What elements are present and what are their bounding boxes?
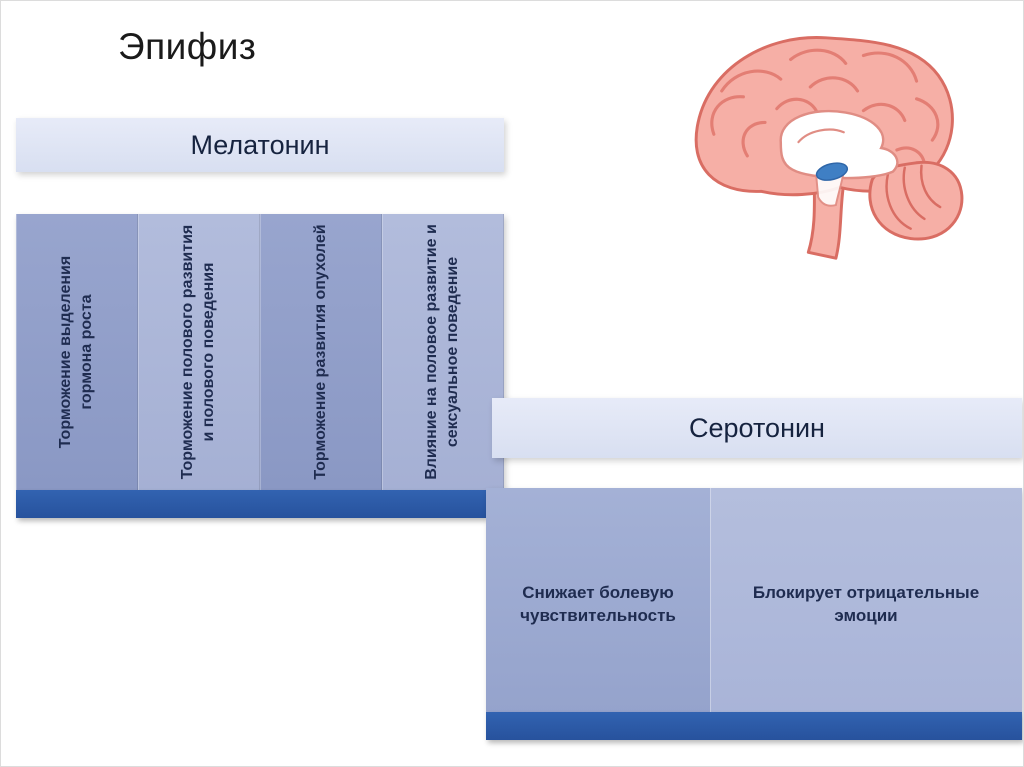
melatonin-item-4-label: Влияние на половое развитие и сексуально…	[423, 224, 461, 480]
melatonin-item-1: Торможение выделения гормона роста	[16, 214, 138, 490]
pineal-highlight	[815, 162, 849, 181]
melatonin-header-label: Мелатонин	[190, 129, 330, 160]
melatonin-header: Мелатонин	[16, 118, 504, 172]
melatonin-accent-bar	[16, 490, 486, 518]
melatonin-item-3-label: Торможение развития опухолей	[311, 224, 329, 480]
melatonin-item-4: Влияние на половое развитие и сексуально…	[382, 214, 504, 490]
serotonin-item-2-label: Блокирует отрицательные эмоции	[752, 583, 980, 625]
melatonin-item-2-label: Торможение полового развития и полового …	[179, 224, 217, 480]
brain-illustration	[694, 36, 964, 260]
melatonin-item-3: Торможение развития опухолей	[260, 214, 382, 490]
serotonin-item-1-label: Снижает болевую чувствительность	[520, 583, 676, 625]
melatonin-columns: Торможение выделения гормона роста Тормо…	[16, 214, 504, 490]
serotonin-item-2: Блокирует отрицательные эмоции	[710, 488, 1022, 712]
melatonin-item-2: Торможение полового развития и полового …	[138, 214, 260, 490]
serotonin-header: Серотонин	[492, 398, 1022, 458]
serotonin-boxes: Снижает болевую чувствительность Блокиру…	[486, 488, 1022, 712]
serotonin-accent-bar	[486, 712, 1022, 740]
serotonin-item-1: Снижает болевую чувствительность	[486, 488, 710, 712]
page-title: Эпифиз	[118, 26, 257, 67]
melatonin-item-1-label: Торможение выделения гормона роста	[57, 255, 95, 449]
serotonin-header-label: Серотонин	[689, 412, 825, 443]
